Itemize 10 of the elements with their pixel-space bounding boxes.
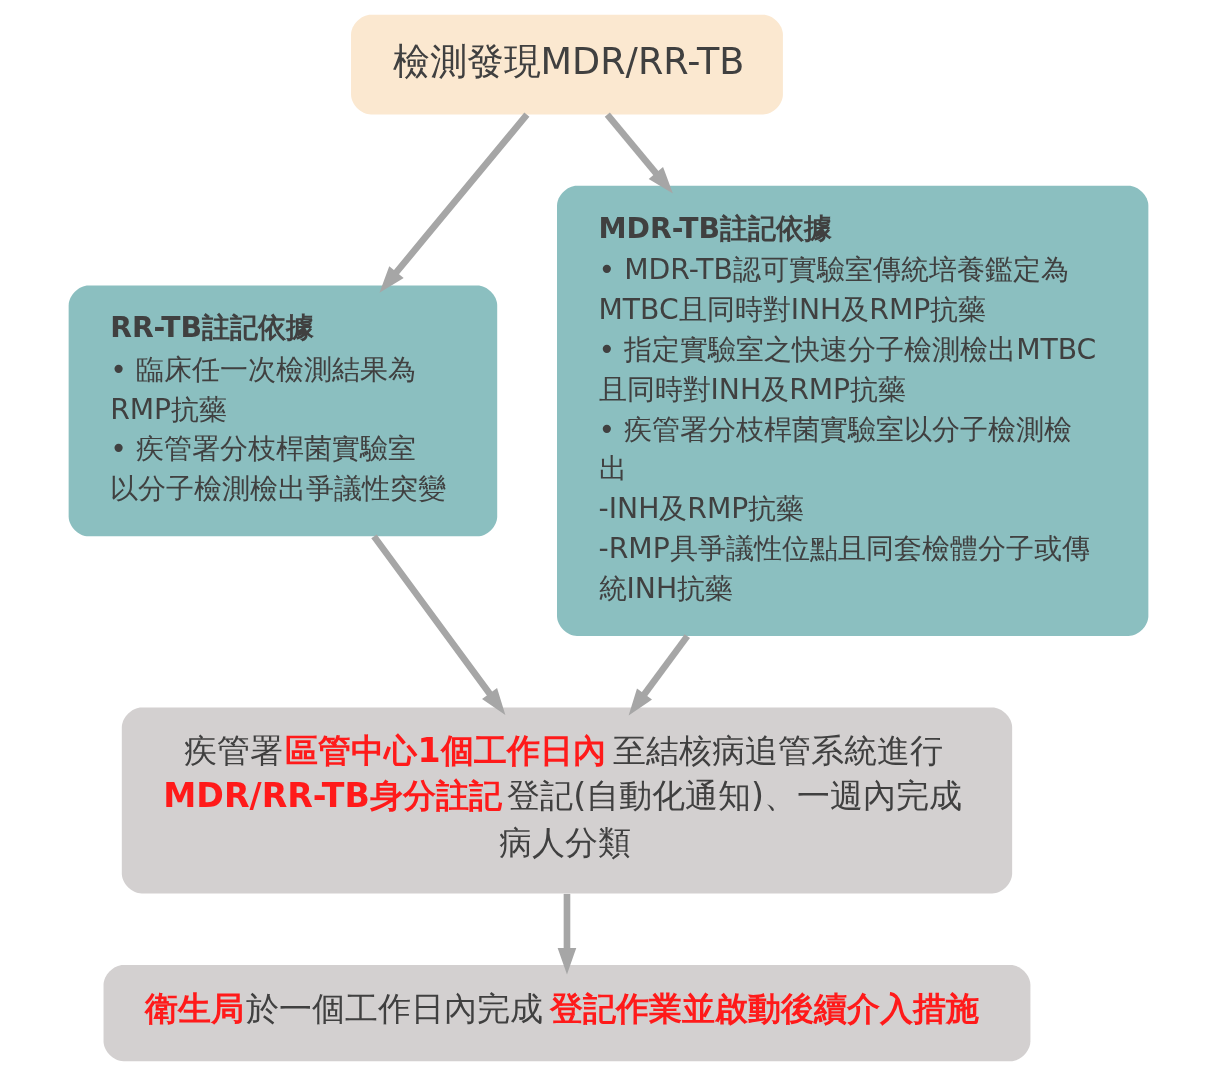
arrow xyxy=(378,112,529,293)
node-box: 檢測發現MDR/RR-TB xyxy=(350,14,783,115)
node-box: 衛生局於一個工作日內完成登記作業並啟動後續介入措施 xyxy=(103,964,1030,1062)
arrow xyxy=(604,112,673,194)
arrow xyxy=(628,634,690,716)
node-box: RR-TB註記依據 • 臨床任一次檢測結果為RMP抗藥 • 疾管署分枝桿菌實驗室以分子檢測檢出爭議性突變 xyxy=(68,285,497,537)
arrow xyxy=(557,893,576,975)
arrow xyxy=(370,534,505,716)
node-box: MDR-TB註記依據 • MDR-TB認可實驗室傳統培養鑑定為MTBC且同時對INH及RMP抗藥 • 指定實驗室之快速分子檢測檢出MTBC且同時對INH及RMP抗藥 • 疾管署分枝桿菌實驗室以分子檢測檢出 -INH及RMP抗藥 -RMP具爭議性位點且同套檢體分子或傳統INH抗藥 xyxy=(556,185,1148,636)
node-box: 疾管署區管中心1個工作日內至結核病追管系統進行MDR/RR-TB身分註記登記(自動化通知)、一週內完成病人分類 xyxy=(121,707,1012,894)
